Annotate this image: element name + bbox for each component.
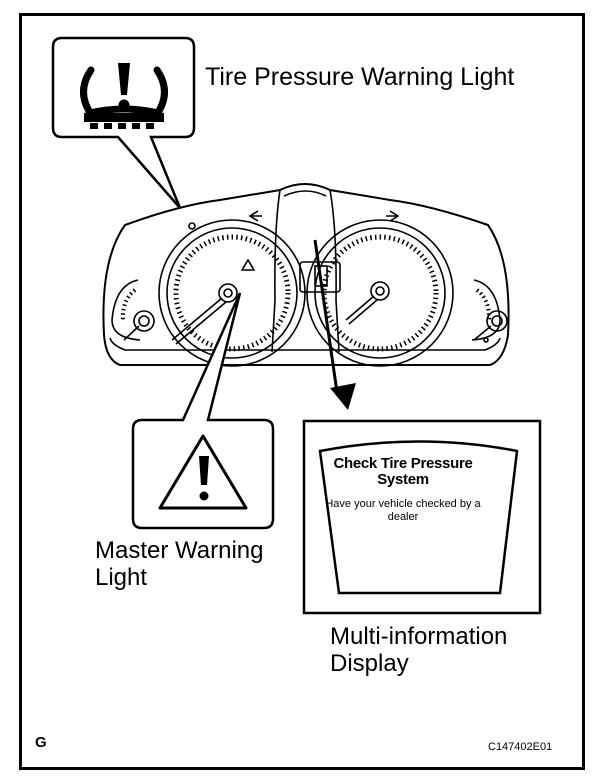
display-screen-text: Check Tire Pressure System Have your veh… bbox=[318, 456, 488, 524]
triangle-exclamation-icon bbox=[158, 434, 248, 510]
multi-information-display-label: Multi-information Display bbox=[330, 623, 508, 677]
tire-pressure-callout bbox=[51, 36, 196, 209]
display-message: Have your vehicle checked by a dealer bbox=[325, 498, 481, 523]
figure-code: C147402E01 bbox=[488, 741, 553, 753]
display-heading: Check Tire Pressure System bbox=[333, 455, 473, 488]
master-warning-label: Master Warning Light bbox=[95, 537, 264, 591]
display-arrowhead bbox=[330, 383, 356, 410]
instrument-cluster bbox=[102, 183, 510, 367]
tire-pressure-warning-icon bbox=[80, 63, 168, 129]
section-mark: G bbox=[35, 734, 47, 751]
master-warning-callout bbox=[131, 292, 275, 530]
figure-frame bbox=[19, 13, 585, 770]
display-pointer-line bbox=[313, 239, 339, 393]
multi-information-display-panel bbox=[302, 419, 542, 615]
tire-pressure-warning-label: Tire Pressure Warning Light bbox=[205, 63, 515, 91]
